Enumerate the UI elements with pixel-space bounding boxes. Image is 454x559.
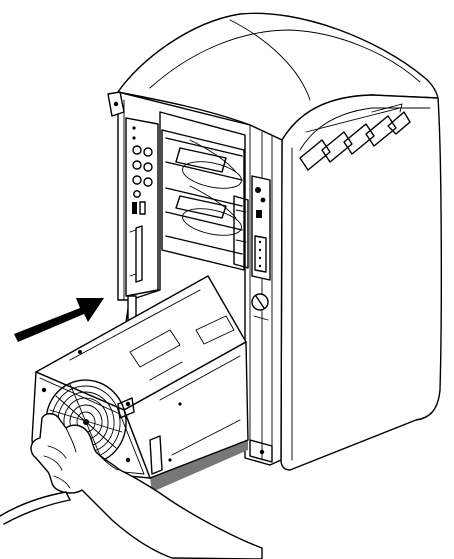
right-io-panel [251, 175, 271, 321]
left-io-panel [125, 117, 159, 297]
tower-chassis-icon [107, 12, 443, 471]
module-rail [150, 440, 248, 492]
drive-bays [161, 129, 249, 271]
insert-direction-arrow-icon [14, 298, 104, 342]
chassis-side-panel [280, 94, 443, 471]
side-vents [299, 103, 411, 171]
hand-icon [0, 413, 263, 559]
power-cable [0, 491, 71, 525]
hand-shape [30, 413, 263, 559]
